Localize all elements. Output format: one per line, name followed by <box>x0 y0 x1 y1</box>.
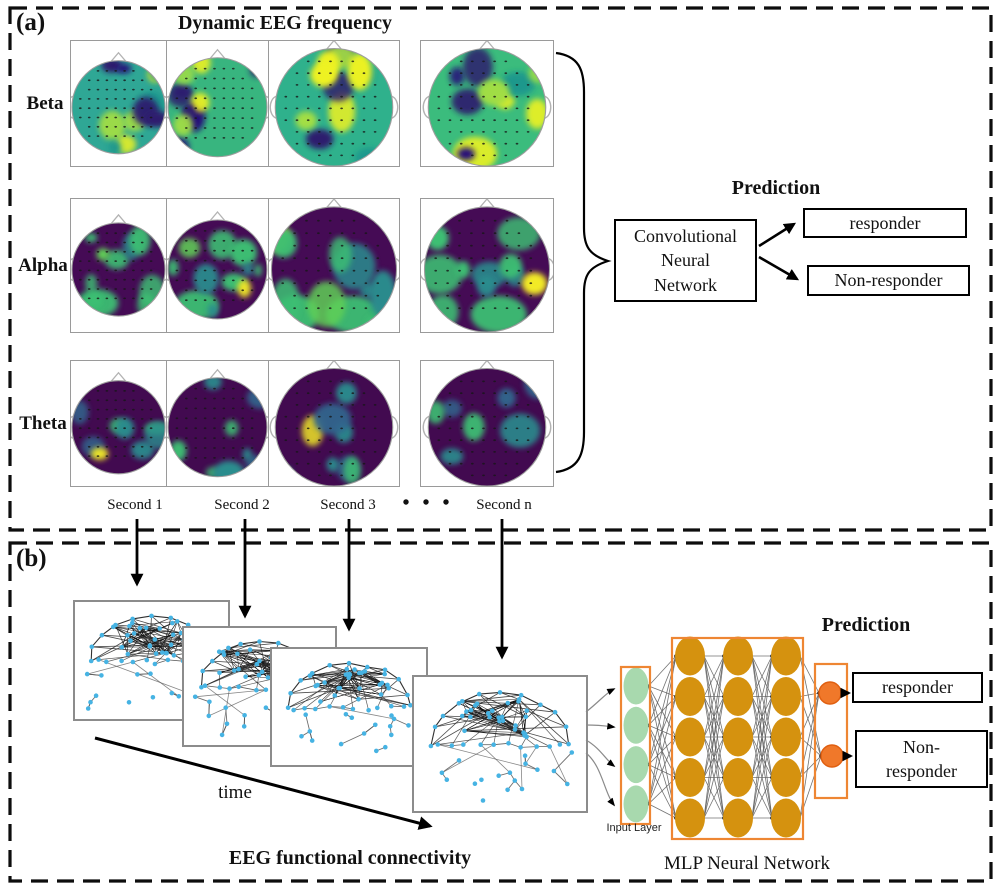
topomap-svg <box>71 371 166 475</box>
brace <box>555 51 612 474</box>
topomap-theta-3 <box>268 360 400 487</box>
topomap-svg <box>71 51 166 155</box>
topomap-alpha-1 <box>70 198 167 333</box>
topomap-theta-2 <box>166 360 269 487</box>
non-responder-box-a: Non-responder <box>807 265 970 296</box>
mlp-network-label: MLP Neural Network <box>663 853 831 874</box>
panel-b-caption: EEG functional connectivity <box>228 847 472 869</box>
topomap-svg <box>167 48 268 158</box>
cnn-box: Convolutional Neural Network <box>614 219 757 302</box>
topomap-svg <box>422 361 552 486</box>
connectivity-frame-3 <box>270 647 428 767</box>
responder-box-a: responder <box>803 208 967 238</box>
time-label-second-1: Second 1 <box>107 497 163 513</box>
row-label-theta: Theta <box>19 413 67 434</box>
hidden-neuron <box>675 798 705 838</box>
hidden-neuron <box>723 717 753 757</box>
input-neuron <box>623 706 649 744</box>
topomap-beta-1 <box>70 40 167 167</box>
hidden-neuron <box>675 636 705 676</box>
non-responder-box-b: Non- responder <box>855 730 988 788</box>
hidden-neuron <box>771 798 801 838</box>
connectivity-frame-4 <box>412 675 588 813</box>
topomap-beta-3 <box>268 40 400 167</box>
input-layer-label: Input Layer <box>606 822 662 834</box>
panel-a-title: Dynamic EEG frequency <box>177 12 393 34</box>
output-neuron <box>820 744 844 768</box>
hidden-neuron <box>771 758 801 797</box>
arrow-cnn-nonresponder <box>758 255 800 281</box>
output-neuron <box>818 681 842 705</box>
hidden-neuron <box>723 758 753 797</box>
topomap-svg <box>421 199 553 332</box>
hidden-neuron <box>771 636 801 676</box>
topomap-beta-4 <box>420 40 554 167</box>
topomap-svg <box>71 213 166 317</box>
topomap-svg <box>422 41 552 166</box>
time-label-second-n: Second n <box>476 497 532 513</box>
topomap-alpha-2 <box>166 198 269 333</box>
connectivity-graph-svg <box>285 660 419 756</box>
topomap-svg <box>269 199 399 332</box>
hidden-neuron <box>723 636 753 676</box>
arrow-cnn-responder <box>758 222 797 248</box>
row-label-beta: Beta <box>26 93 64 114</box>
topomap-alpha-4 <box>420 198 554 333</box>
hidden-neuron <box>675 717 705 757</box>
input-neuron <box>623 667 649 705</box>
hidden-neuron <box>771 717 801 757</box>
mlp-network-diagram <box>619 636 849 841</box>
topomap-beta-2 <box>166 40 269 167</box>
hidden-neuron <box>723 798 753 838</box>
connectivity-graph-svg <box>428 690 575 803</box>
hidden-neuron <box>771 677 801 716</box>
topomap-alpha-3 <box>268 198 400 333</box>
time-label-second-2: Second 2 <box>214 497 270 513</box>
responder-box-b: responder <box>852 672 983 703</box>
time-arrow-label: time <box>218 782 252 803</box>
topomap-theta-1 <box>70 360 167 487</box>
row-label-alpha: Alpha <box>18 255 68 276</box>
topomap-theta-4 <box>420 360 554 487</box>
panel-b-prediction-title: Prediction <box>821 614 911 636</box>
topomap-svg <box>269 361 399 486</box>
panel-b-label: (b) <box>16 545 47 572</box>
time-ellipsis: • • • <box>402 492 454 514</box>
topomap-svg <box>167 368 268 478</box>
topomap-svg <box>269 41 399 166</box>
panel-a-prediction-title: Prediction <box>731 177 821 199</box>
input-neuron <box>623 785 649 823</box>
time-label-second-3: Second 3 <box>320 497 376 513</box>
panel-a-label: (a) <box>16 9 46 36</box>
hidden-neuron <box>723 677 753 716</box>
hidden-neuron <box>675 677 705 716</box>
hidden-neuron <box>675 758 705 797</box>
topomap-svg <box>167 210 268 320</box>
input-neuron <box>623 746 649 784</box>
